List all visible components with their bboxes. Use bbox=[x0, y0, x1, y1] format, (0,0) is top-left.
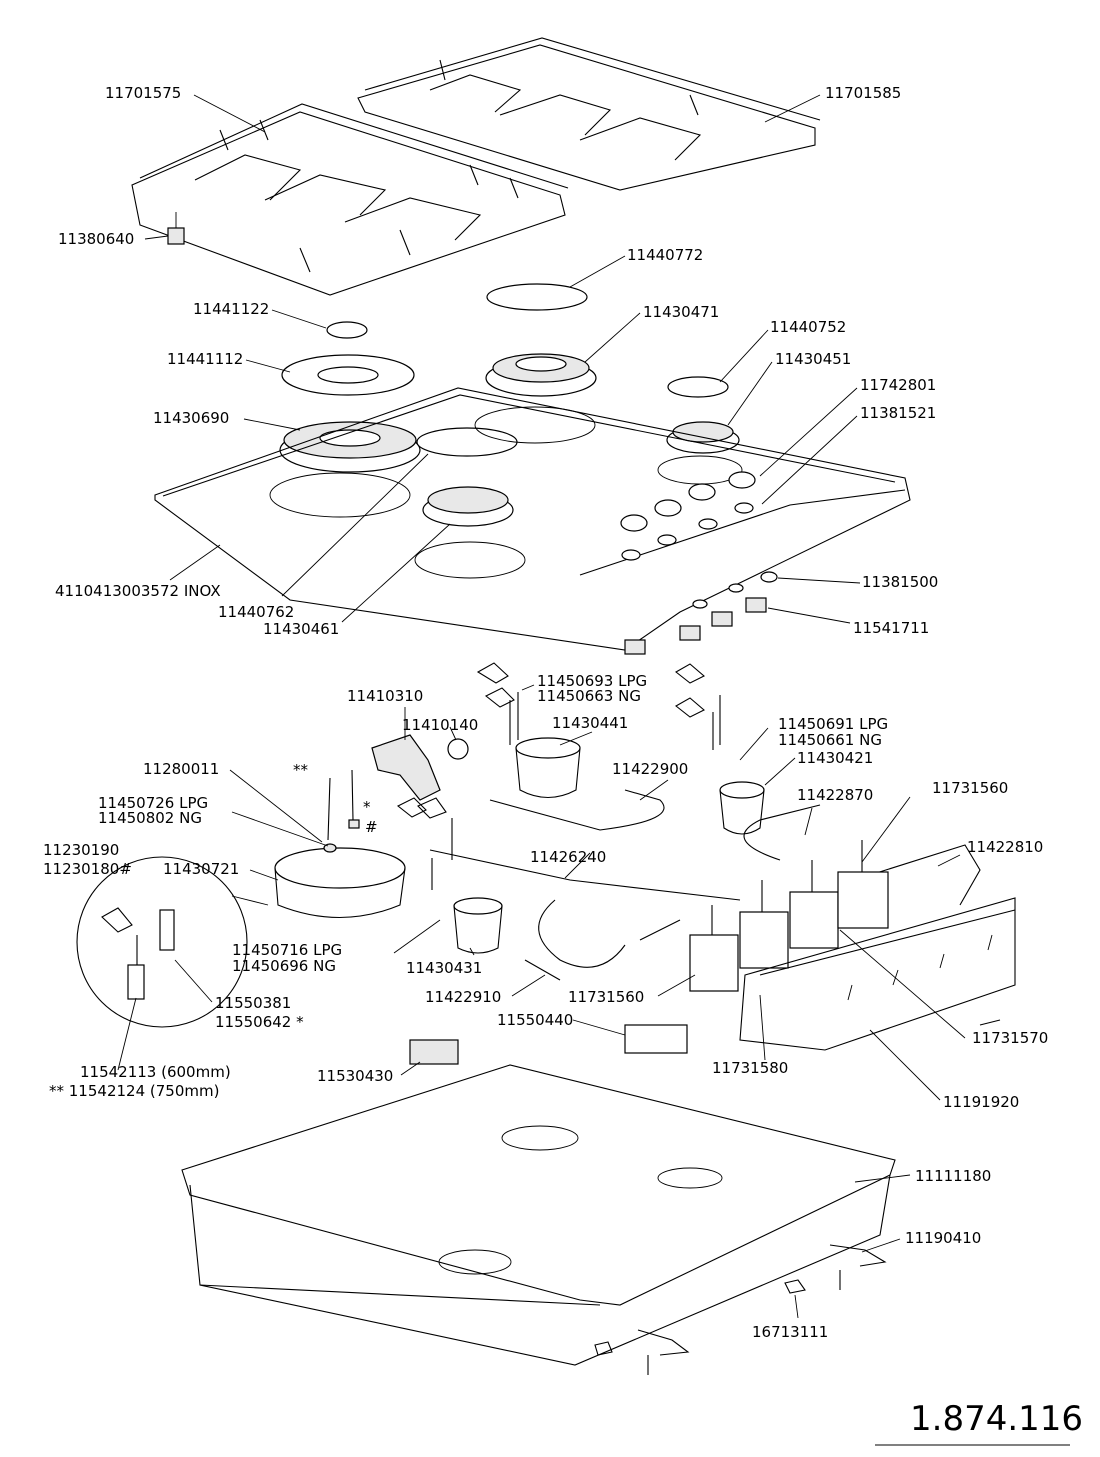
part-label-11450726: 11450726 LPG bbox=[98, 794, 208, 812]
leader-lines bbox=[117, 94, 1070, 1446]
part-label-11450802: 11450802 NG bbox=[98, 809, 202, 827]
burner-crown-rear-right bbox=[485, 353, 597, 397]
base-tray bbox=[181, 1064, 896, 1366]
part-label-11422870: 11422870 bbox=[797, 786, 873, 804]
burner-base-front bbox=[453, 897, 503, 954]
part-label-11422810: 11422810 bbox=[967, 838, 1043, 856]
part-label-11731560-top: 11731560 bbox=[932, 779, 1008, 797]
part-label-11111180: 11111180 bbox=[915, 1167, 991, 1185]
part-label-11410310: 11410310 bbox=[347, 687, 423, 705]
elbow-fitting bbox=[371, 734, 469, 801]
ignition-switches bbox=[624, 583, 767, 655]
thermocouples-electrodes bbox=[323, 692, 721, 890]
part-label-11440752: 11440752 bbox=[770, 318, 846, 336]
burner-ring-wok bbox=[281, 354, 415, 396]
burner-base-rear bbox=[515, 737, 581, 799]
part-label-16713111: 16713111 bbox=[752, 1323, 828, 1341]
part-label-11440772: 11440772 bbox=[627, 246, 703, 264]
flow-arrows bbox=[396, 662, 705, 819]
part-label-11190410: 11190410 bbox=[905, 1229, 981, 1247]
part-label-11430451: 11430451 bbox=[775, 350, 851, 368]
part-label-11430431: 11430431 bbox=[406, 959, 482, 977]
part-label-11422910: 11422910 bbox=[425, 988, 501, 1006]
part-label-11542124: ** 11542124 (750mm) bbox=[49, 1082, 219, 1100]
part-label-11426240: 11426240 bbox=[530, 848, 606, 866]
part-label-11450693: 11450693 LPG bbox=[537, 672, 647, 690]
part-label-11381500: 11381500 bbox=[862, 573, 938, 591]
part-label-4110413003572: 4110413003572 INOX bbox=[55, 582, 221, 600]
part-label-11542113: 11542113 (600mm) bbox=[80, 1063, 231, 1081]
part-label-11430690: 11430690 bbox=[153, 409, 229, 427]
burner-cap-small-inner bbox=[326, 321, 368, 339]
part-label-11731570: 11731570 bbox=[972, 1029, 1048, 1047]
part-label-11441122: 11441122 bbox=[193, 300, 269, 318]
part-label-11701575: 11701575 bbox=[105, 84, 181, 102]
part-label-11381521: 11381521 bbox=[860, 404, 936, 422]
gas-pipes bbox=[429, 789, 981, 981]
spark-generator bbox=[624, 1024, 688, 1054]
part-label-11550381: 11550381 bbox=[215, 994, 291, 1012]
part-label-11430421: 11430421 bbox=[797, 749, 873, 767]
control-panel-bracket bbox=[739, 897, 1016, 1051]
injector-detail-callout bbox=[76, 856, 269, 1028]
part-label-11230190: 11230190 bbox=[43, 841, 119, 859]
burner-base-aux bbox=[719, 781, 765, 835]
part-label-11701585: 11701585 bbox=[825, 84, 901, 102]
part-label-11280011: 11280011 bbox=[143, 760, 219, 778]
part-label-11230180: 11230180# bbox=[43, 860, 132, 878]
part-label-11430461: 11430461 bbox=[263, 620, 339, 638]
rubber-foot bbox=[167, 212, 185, 245]
burner-cap-large bbox=[486, 283, 588, 311]
part-label-11191920: 11191920 bbox=[943, 1093, 1019, 1111]
marker-double-star: ** bbox=[293, 761, 309, 779]
pan-support-right bbox=[357, 37, 821, 191]
part-label-11430721: 11430721 bbox=[163, 860, 239, 878]
part-label-11731560-bottom: 11731560 bbox=[568, 988, 644, 1006]
control-knobs bbox=[620, 471, 756, 532]
marker-hash: # bbox=[365, 818, 378, 836]
part-label-11742801: 11742801 bbox=[860, 376, 936, 394]
part-label-11450696: 11450696 NG bbox=[232, 957, 336, 975]
part-label-11410140: 11410140 bbox=[402, 716, 478, 734]
part-label-11441112: 11441112 bbox=[167, 350, 243, 368]
burner-crown-auxiliary bbox=[666, 421, 740, 454]
part-label-11380640: 11380640 bbox=[58, 230, 134, 248]
part-label-11430471: 11430471 bbox=[643, 303, 719, 321]
part-label-11530430: 11530430 bbox=[317, 1067, 393, 1085]
part-label-11450691: 11450691 LPG bbox=[778, 715, 888, 733]
hob-top-plate bbox=[154, 387, 911, 651]
marker-star: * bbox=[363, 798, 371, 816]
part-label-11450661: 11450661 NG bbox=[778, 731, 882, 749]
part-label-11422900: 11422900 bbox=[612, 760, 688, 778]
part-label-11430441: 11430441 bbox=[552, 714, 628, 732]
part-label-11450663: 11450663 NG bbox=[537, 687, 641, 705]
fixing-clamps bbox=[594, 1019, 1001, 1375]
burner-cap-front bbox=[416, 427, 518, 457]
burner-crown-wok bbox=[279, 421, 421, 473]
burner-crown-front bbox=[422, 486, 514, 527]
burner-cap-auxiliary bbox=[667, 376, 729, 398]
part-label-11450716: 11450716 LPG bbox=[232, 941, 342, 959]
pan-support-left bbox=[131, 103, 569, 296]
part-label-11550642: 11550642 * bbox=[215, 1013, 304, 1031]
part-label-11550440: 11550440 bbox=[497, 1011, 573, 1029]
part-label-11541711: 11541711 bbox=[853, 619, 929, 637]
gas-taps bbox=[689, 840, 889, 992]
part-labels: 11701575 11701585 11380640 11440772 1144… bbox=[43, 84, 1048, 1341]
part-label-11731580: 11731580 bbox=[712, 1059, 788, 1077]
part-label-11440762: 11440762 bbox=[218, 603, 294, 621]
ignition-wire-clip bbox=[409, 1039, 459, 1065]
knob-bushings bbox=[621, 502, 778, 583]
document-number: 1.874.116 bbox=[910, 1399, 1083, 1439]
burner-base-wok bbox=[274, 847, 406, 919]
